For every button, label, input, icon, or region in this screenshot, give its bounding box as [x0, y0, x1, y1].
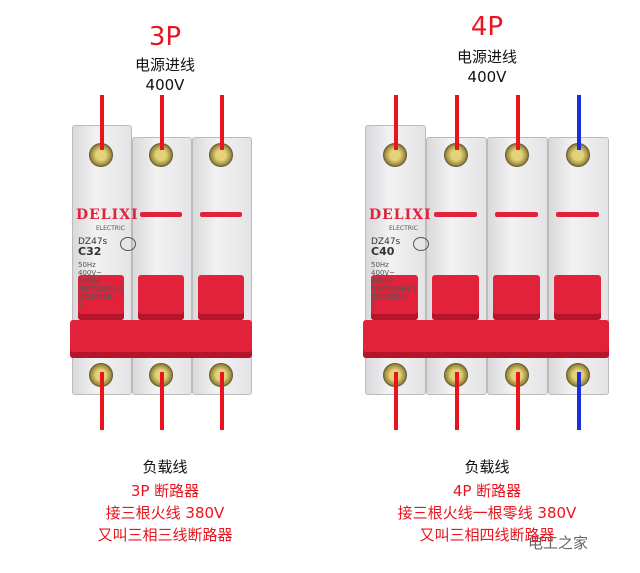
title-4p: 4P: [470, 12, 504, 42]
watermark: 电工之家: [528, 534, 589, 552]
ccc-mark-icon: [413, 237, 429, 251]
title-3p: 3P: [148, 22, 182, 52]
wire-in: [100, 95, 104, 150]
model: DZ47s: [371, 237, 401, 247]
handle-bar: [70, 320, 252, 358]
wire-out: [576, 372, 581, 430]
wire-in: [454, 95, 459, 150]
wire-in: [220, 95, 224, 150]
load-label-3p: 负载线: [142, 458, 188, 476]
red-stripe: [434, 212, 477, 217]
subtitle-3p: 电源进线: [134, 56, 195, 74]
desc-4p-2: 接三根火线一根零线 380V: [397, 504, 577, 522]
handle: [371, 275, 418, 320]
wire-out: [454, 372, 459, 430]
wire-out: [160, 372, 164, 430]
rating: C40: [371, 245, 395, 258]
brand-logo: DELIXI: [76, 207, 139, 223]
spec: 50Hz 400V~ 6000A GB/T10963.1 IEC60898-1: [371, 261, 417, 309]
brand-sub: ELECTRIC: [389, 225, 418, 232]
voltage-4p: 400V: [467, 68, 507, 86]
spec: 50Hz 400V~ 6000A GB/T10963.1 IEC60898-1: [78, 261, 124, 309]
wire-in: [160, 95, 164, 150]
voltage-3p: 400V: [145, 76, 185, 94]
load-label-4p: 负载线: [464, 458, 510, 476]
handle: [138, 275, 184, 320]
wire-out: [100, 372, 104, 430]
desc-4p-1: 4P 断路器: [452, 482, 522, 500]
wire-in: [515, 95, 520, 150]
model: DZ47s: [78, 237, 108, 247]
red-stripe: [200, 212, 242, 217]
desc-3p-2: 接三根火线 380V: [105, 504, 225, 522]
handle: [432, 275, 479, 320]
wire-in: [576, 95, 581, 150]
ccc-mark-icon: [120, 237, 136, 251]
handle-bar: [363, 320, 609, 358]
red-stripe: [140, 212, 182, 217]
desc-3p-1: 3P 断路器: [130, 482, 200, 500]
wire-in: [393, 95, 398, 150]
brand-sub: ELECTRIC: [96, 225, 125, 232]
handle: [78, 275, 124, 320]
rating: C32: [78, 245, 102, 258]
desc-4p-3: 又叫三相四线断路器: [419, 526, 555, 544]
subtitle-4p: 电源进线: [456, 48, 517, 66]
red-stripe: [556, 212, 599, 217]
wire-out: [515, 372, 520, 430]
handle: [554, 275, 601, 320]
red-stripe: [495, 212, 538, 217]
handle: [493, 275, 540, 320]
wire-out: [393, 372, 398, 430]
wire-out: [220, 372, 224, 430]
handle: [198, 275, 244, 320]
brand-logo: DELIXI: [369, 207, 432, 223]
desc-3p-3: 又叫三相三线断路器: [97, 526, 233, 544]
